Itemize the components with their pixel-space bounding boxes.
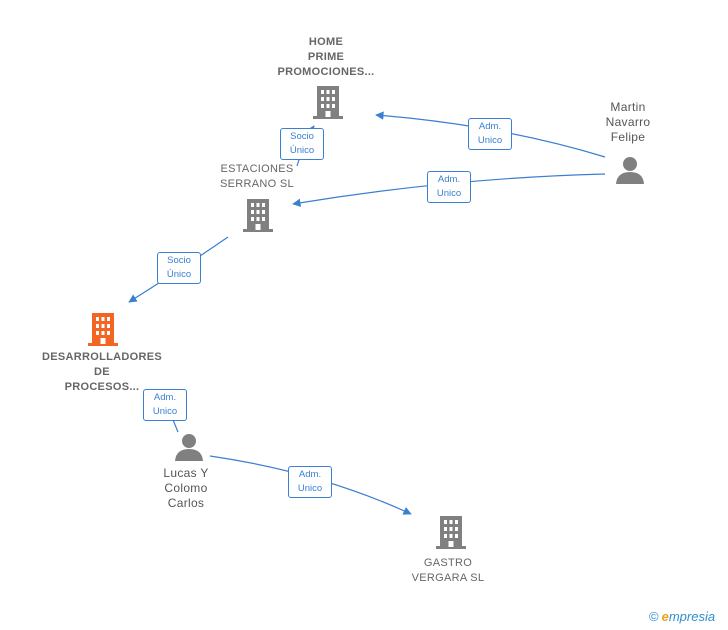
building-icon[interactable] [243, 197, 273, 233]
person-icon[interactable] [615, 155, 645, 185]
edge-label-socio-unico[interactable]: Socio Único [157, 252, 201, 284]
node-label-gastro: GASTRO VERGARA SL [411, 557, 485, 584]
brand-name: mpresia [668, 609, 716, 624]
edge-label-adm-unico[interactable]: Adm. Unico [143, 389, 187, 421]
edge-label-adm-unico[interactable]: Adm. Unico [468, 118, 512, 150]
node-label-desarrolladores: DESARROLLADORES DE PROCESOS... [41, 351, 162, 393]
person-icon[interactable] [174, 432, 204, 462]
edge-label-adm-unico[interactable]: Adm. Unico [288, 466, 332, 498]
building-icon[interactable] [313, 84, 343, 120]
node-label-martin: Martin Navarro Felipe [605, 100, 651, 144]
edge-label-socio-unico[interactable]: Socio Único [280, 128, 324, 160]
node-label-lucas: Lucas Y Colomo Carlos [163, 466, 209, 510]
building-icon-highlighted[interactable] [88, 311, 118, 347]
node-label-estaciones: ESTACIONES SERRANO SL [220, 163, 294, 190]
empresia-logo[interactable]: ©empresia [649, 609, 715, 624]
building-icon[interactable] [436, 514, 466, 550]
brand-first-letter: e [661, 609, 669, 624]
node-label-home-prime: HOME PRIME PROMOCIONES... [277, 36, 375, 78]
copyright-symbol: © [649, 609, 659, 624]
edge-label-adm-unico[interactable]: Adm. Unico [427, 171, 471, 203]
